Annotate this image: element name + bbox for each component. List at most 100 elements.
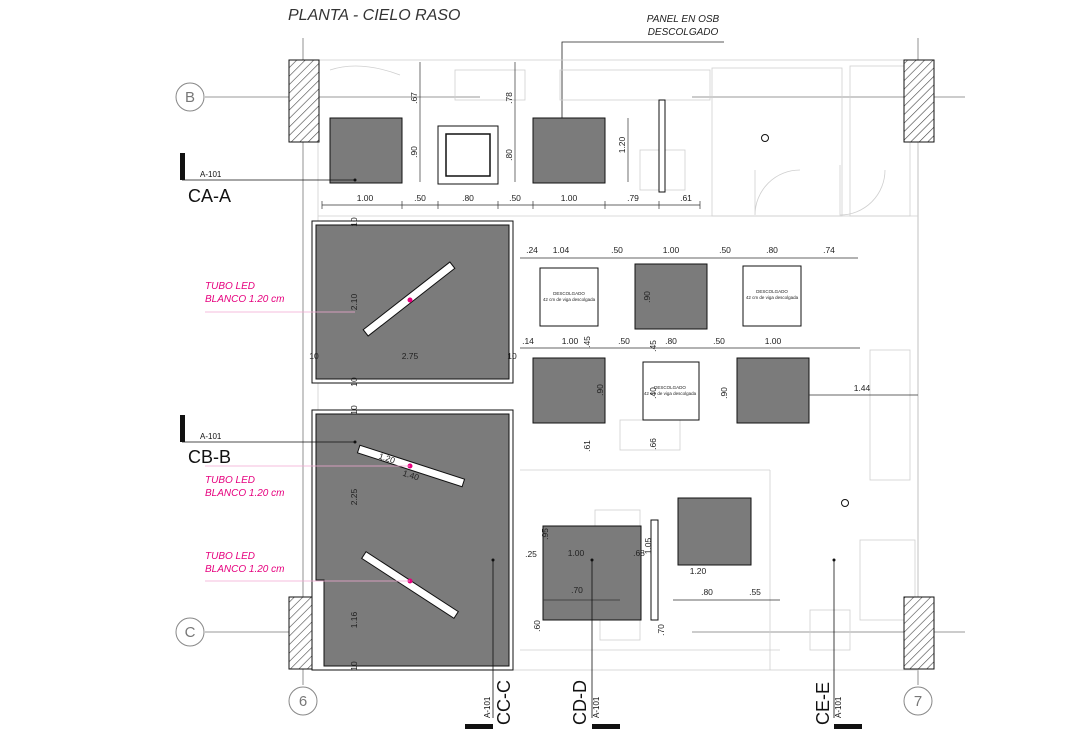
section-name-c: CC-C <box>494 680 514 725</box>
svg-text:.60: .60 <box>532 620 542 632</box>
svg-text:1.05: 1.05 <box>643 537 653 554</box>
svg-text:.90: .90 <box>642 291 652 303</box>
svg-text:1.00: 1.00 <box>357 193 374 203</box>
svg-text:.80: .80 <box>766 245 778 255</box>
svg-text:DESCOLGADO: DESCOLGADO <box>756 289 788 294</box>
svg-text:1.00: 1.00 <box>663 245 680 255</box>
section-ref-a: A-101 <box>200 170 222 179</box>
svg-text:1.00: 1.00 <box>562 336 579 346</box>
osb-panel <box>677 497 752 566</box>
svg-text:.67: .67 <box>409 92 419 104</box>
section-name-a: CA-A <box>188 186 231 206</box>
axis-c-label: C <box>185 624 196 641</box>
callout-line-2: DESCOLGADO <box>648 27 719 38</box>
svg-text:1.00: 1.00 <box>765 336 782 346</box>
svg-text:.14: .14 <box>522 336 534 346</box>
osb-panel <box>736 357 810 424</box>
svg-text:10: 10 <box>349 217 359 227</box>
big-ceiling-panels <box>311 220 514 671</box>
led-tubes <box>356 261 466 620</box>
svg-text:BLANCO 1.20 cm: BLANCO 1.20 cm <box>205 564 284 575</box>
section-ref-e: A-101 <box>834 696 843 718</box>
svg-text:.80: .80 <box>462 193 474 203</box>
skylight-frame-inner <box>445 133 491 177</box>
osb-panel <box>634 263 708 330</box>
section-ref-c: A-101 <box>483 696 492 718</box>
callout-leader <box>561 41 724 133</box>
svg-text:.45: .45 <box>648 340 658 352</box>
svg-text:1.00: 1.00 <box>568 548 585 558</box>
svg-text:10: 10 <box>349 405 359 415</box>
svg-text:.61: .61 <box>582 440 592 452</box>
led-tube <box>361 550 459 620</box>
svg-text:BLANCO 1.20 cm: BLANCO 1.20 cm <box>205 488 284 499</box>
section-name-d: CD-D <box>570 680 590 725</box>
top-dimension-labels: 1.00 .50 .80 .50 1.00 .79 .61 .67 .90 .7… <box>357 92 692 203</box>
svg-text:.90: .90 <box>409 146 419 158</box>
svg-text:.78: .78 <box>504 92 514 104</box>
axis-6-label: 6 <box>299 693 307 710</box>
svg-text:1.16: 1.16 <box>349 611 359 628</box>
svg-text:1.44: 1.44 <box>854 383 871 393</box>
svg-text:.50: .50 <box>611 245 623 255</box>
svg-text:42 cm de viga descolgada: 42 cm de viga descolgada <box>543 297 596 302</box>
big-osb-panel-bottom <box>315 413 510 667</box>
svg-text:.24: .24 <box>526 245 538 255</box>
svg-text:10: 10 <box>349 377 359 387</box>
svg-text:BLANCO 1.20 cm: BLANCO 1.20 cm <box>205 294 284 305</box>
svg-text:1.04: 1.04 <box>553 245 570 255</box>
svg-text:.80: .80 <box>665 336 677 346</box>
svg-text:.80: .80 <box>504 149 514 161</box>
descolgado-panel <box>642 361 700 421</box>
callout-line-1: PANEL EN OSB <box>647 14 720 25</box>
second-row-labels: .24 1.04 .50 1.00 .50 .80 .74 <box>526 245 835 255</box>
descolgado-panel <box>742 265 802 327</box>
osb-panel <box>532 357 606 424</box>
second-row-panels: DESCOLGADO 42 cm de viga descolgada .90 … <box>520 257 858 330</box>
plan-title: PLANTA - CIELO RASO <box>288 7 460 24</box>
svg-text:.50: .50 <box>414 193 426 203</box>
section-name-b: CB-B <box>188 447 231 467</box>
svg-text:.45: .45 <box>582 336 592 348</box>
section-name-e: CE-E <box>813 682 833 725</box>
svg-text:.95: .95 <box>540 528 550 540</box>
big-panel-labels: 10 2.10 10 2.75 10 10 10 2.25 1.16 10 <box>309 217 517 671</box>
svg-text:.40: .40 <box>648 387 658 399</box>
svg-text:.55: .55 <box>749 587 761 597</box>
svg-text:.90: .90 <box>719 387 729 399</box>
svg-text:1.20: 1.20 <box>378 451 397 466</box>
svg-text:.79: .79 <box>627 193 639 203</box>
svg-text:.90: .90 <box>595 384 605 396</box>
led-strip-vertical <box>658 99 666 193</box>
led-label-group: TUBO LED BLANCO 1.20 cm TUBO LED BLANCO … <box>205 281 410 582</box>
section-ref-b: A-101 <box>200 432 222 441</box>
osb-panel <box>532 117 606 184</box>
top-row-panels <box>329 99 769 193</box>
svg-text:.74: .74 <box>823 245 835 255</box>
light-point <box>761 134 769 142</box>
osb-panel <box>329 117 403 184</box>
section-ref-d: A-101 <box>592 696 601 718</box>
led-tube <box>362 261 456 337</box>
svg-text:.66: .66 <box>648 438 658 450</box>
svg-text:42 cm de viga descolgada: 42 cm de viga descolgada <box>644 391 697 396</box>
axis-markers: B C 6 7 <box>175 82 933 716</box>
svg-text:.70: .70 <box>571 585 583 595</box>
svg-text:DESCOLGADO: DESCOLGADO <box>553 291 585 296</box>
svg-text:TUBO LED: TUBO LED <box>205 475 255 486</box>
axis-7-label: 7 <box>914 693 922 710</box>
svg-text:.70: .70 <box>656 624 666 636</box>
svg-text:.25: .25 <box>525 549 537 559</box>
svg-text:2.10: 2.10 <box>349 293 359 310</box>
svg-text:1.40: 1.40 <box>402 468 421 483</box>
svg-text:DESCOLGADO: DESCOLGADO <box>654 385 686 390</box>
svg-text:TUBO LED: TUBO LED <box>205 281 255 292</box>
svg-text:10: 10 <box>349 661 359 671</box>
svg-text:2.75: 2.75 <box>402 351 419 361</box>
svg-text:.50: .50 <box>509 193 521 203</box>
section-markers <box>180 153 862 729</box>
svg-text:42 cm de viga descolgada: 42 cm de viga descolgada <box>746 295 799 300</box>
svg-text:1.20: 1.20 <box>690 566 707 576</box>
svg-text:.68: .68 <box>633 548 645 558</box>
